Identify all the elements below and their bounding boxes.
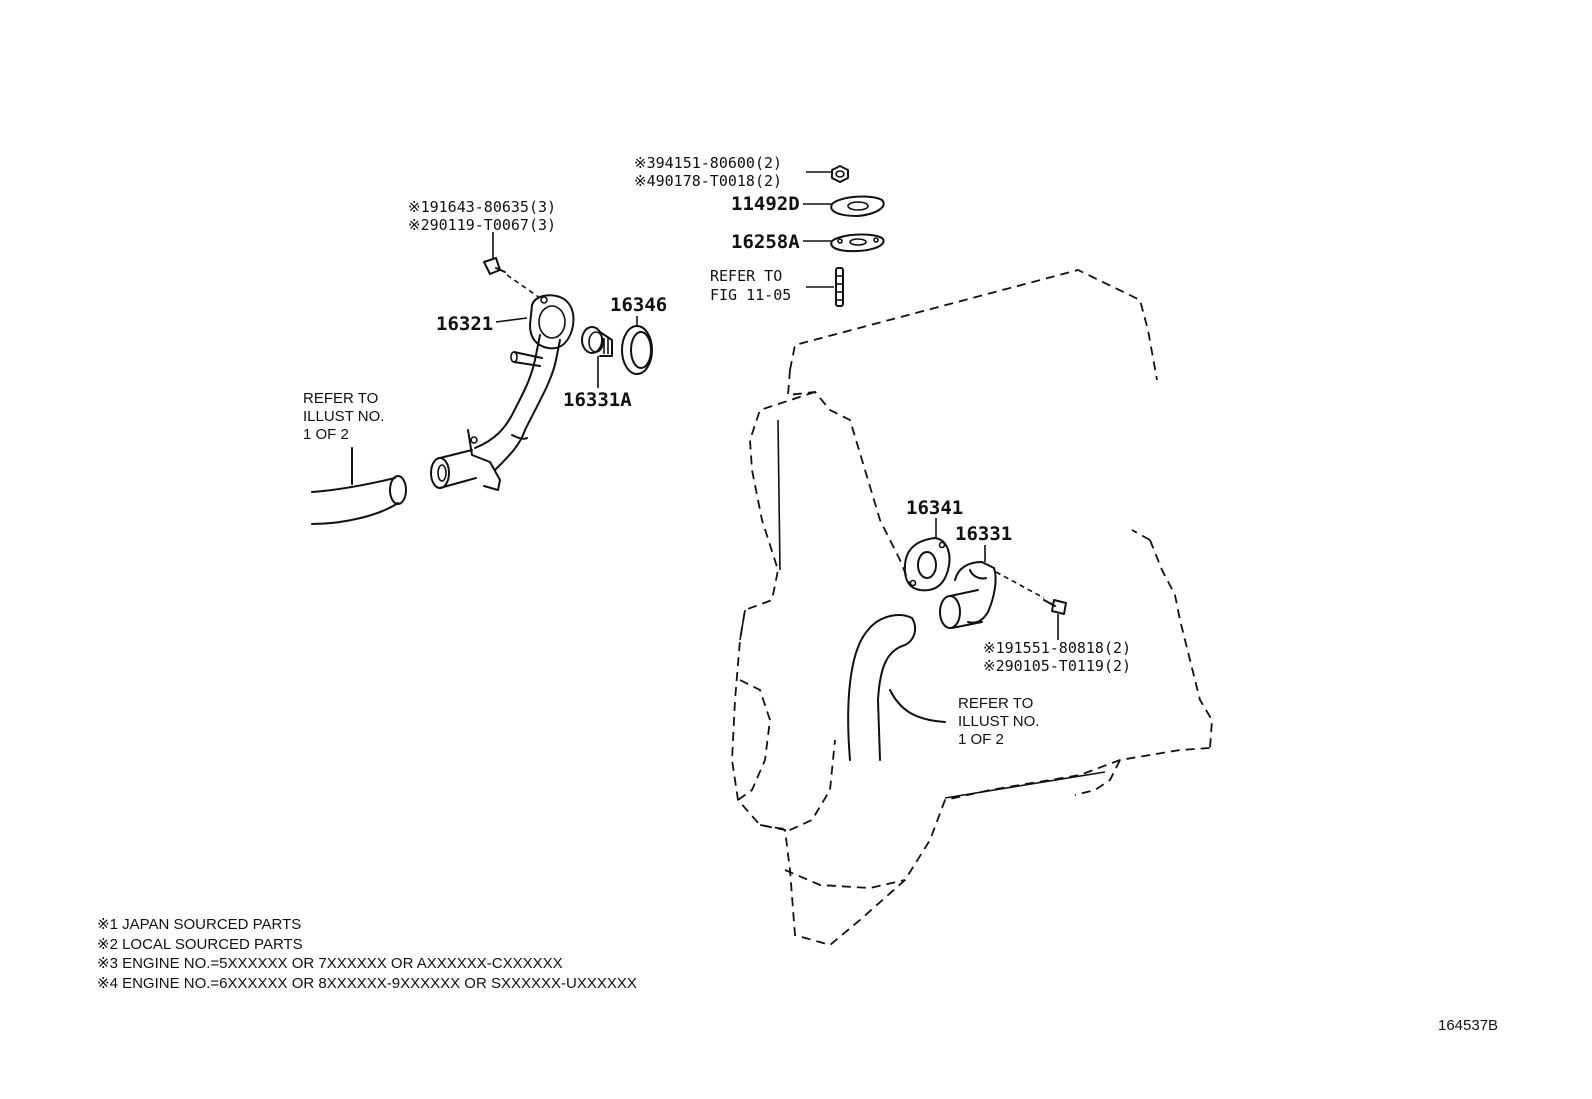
label-nut-2: ※490178-T0018(2) [634, 172, 782, 190]
label-16331: 16331 [955, 523, 1012, 545]
note-3: ※3 ENGINE NO.=5XXXXXX OR 7XXXXXX OR AXXX… [97, 955, 563, 972]
label-16346: 16346 [610, 294, 667, 316]
nut-icon [806, 165, 849, 183]
label-refer-fig-2: FIG 11-05 [710, 286, 791, 304]
note-2: ※2 LOCAL SOURCED PARTS [97, 936, 303, 953]
label-refer-illust-right-3: 1 OF 2 [958, 731, 1004, 748]
engine-block-outline [731, 269, 1213, 946]
part-16321-water-inlet-pipe [430, 294, 575, 491]
part-16346-gasket [621, 316, 653, 375]
part-16341-gasket [903, 518, 951, 592]
label-16341: 16341 [906, 497, 963, 519]
lower-hose-left [311, 447, 407, 525]
part-11492d-plate [803, 195, 885, 217]
note-4: ※4 ENGINE NO.=6XXXXXX OR 8XXXXXX-9XXXXXX… [97, 975, 637, 992]
label-bolt-lower-1: ※191551-80818(2) [983, 639, 1131, 657]
label-refer-illust-left-2: ILLUST NO. [303, 408, 384, 425]
lower-hose-right [847, 614, 946, 761]
label-11492d: 11492D [731, 193, 800, 215]
label-nut-1: ※394151-80600(2) [634, 154, 782, 172]
label-bolt-upper-2: ※290119-T0067(3) [408, 216, 556, 234]
label-16258a: 16258A [731, 231, 800, 253]
label-refer-fig-1: REFER TO [710, 267, 782, 285]
part-16331a-thermostat [581, 326, 613, 388]
label-16321: 16321 [436, 313, 493, 335]
part-16258a-gasket [803, 233, 885, 253]
figure-code: 164537B [1438, 1017, 1498, 1034]
label-refer-illust-left-1: REFER TO [303, 390, 378, 407]
note-1: ※1 JAPAN SOURCED PARTS [97, 916, 301, 933]
label-refer-illust-right-1: REFER TO [958, 695, 1033, 712]
callout-labels: ※191643-80635(3) ※290119-T0067(3) ※39415… [303, 154, 1131, 748]
bolt-lower-icon [1043, 599, 1067, 640]
bolt-upper-icon [483, 232, 541, 299]
label-refer-illust-right-2: ILLUST NO. [958, 713, 1039, 730]
stud-bolt-icon [806, 267, 844, 307]
footnotes: ※1 JAPAN SOURCED PARTS ※2 LOCAL SOURCED … [97, 916, 637, 992]
part-16331-water-outlet [939, 545, 1045, 629]
label-bolt-lower-2: ※290105-T0119(2) [983, 657, 1131, 675]
label-bolt-upper-1: ※191643-80635(3) [408, 198, 556, 216]
label-refer-illust-left-3: 1 OF 2 [303, 426, 349, 443]
label-16331a: 16331A [563, 389, 632, 411]
